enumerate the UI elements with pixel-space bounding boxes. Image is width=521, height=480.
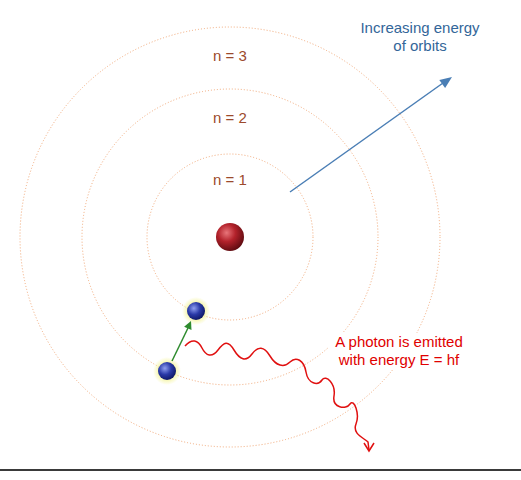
- arrow-head: [184, 321, 191, 330]
- photon-note: A photon is emitted with energy E = hf: [328, 333, 470, 369]
- electron-upper: [182, 297, 210, 325]
- orbit-rings: [20, 27, 440, 447]
- wave-arrowhead: [364, 443, 374, 451]
- orbit-label: n = 1: [213, 171, 247, 189]
- orbit-label: n = 3: [213, 47, 247, 65]
- orbit-ring: [147, 154, 313, 320]
- orbit-label: n = 2: [213, 109, 247, 127]
- electron-glow: [153, 357, 181, 385]
- electron-lower: [153, 357, 181, 385]
- energy-arrow: [290, 77, 452, 192]
- arrow-head: [439, 77, 452, 88]
- orbit-ring: [20, 27, 440, 447]
- nucleus: [216, 223, 244, 251]
- bottom-rule: [0, 469, 521, 471]
- electron: [158, 362, 176, 380]
- electron: [187, 302, 205, 320]
- electron-glow: [182, 297, 210, 325]
- axis-annotation: Increasing energy of orbits: [356, 19, 484, 55]
- arrow-line: [172, 328, 188, 361]
- arrow-line: [290, 83, 443, 192]
- transition-arrow: [172, 321, 192, 361]
